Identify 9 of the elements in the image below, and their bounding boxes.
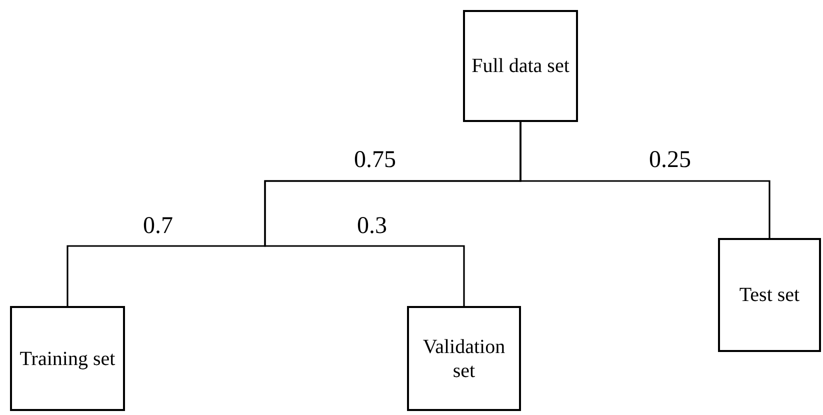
process-box	[10, 306, 125, 411]
node-text: Training set	[20, 346, 116, 370]
node-text: Full data set	[472, 54, 570, 78]
node-text: Test set	[739, 283, 800, 307]
process-box	[718, 238, 821, 352]
process-box	[407, 306, 521, 411]
node-text: Validation set	[422, 334, 506, 382]
connector-line	[520, 122, 770, 238]
process-box	[463, 10, 578, 122]
